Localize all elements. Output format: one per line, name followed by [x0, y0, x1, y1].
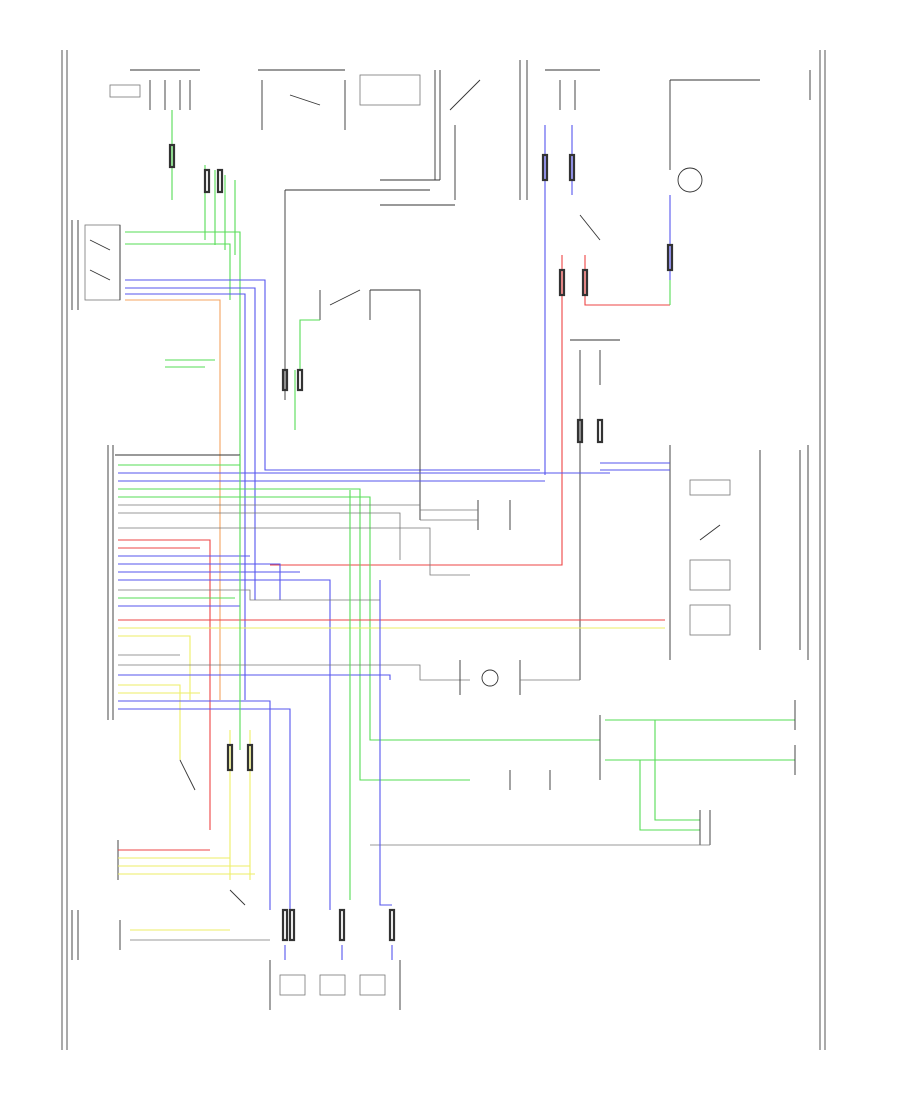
- throttle-sensor: [509, 770, 551, 790]
- ignition-switch-block: [258, 69, 481, 180]
- cruise-ecu-connector: [107, 445, 240, 720]
- fuse-green-feeds: [168, 110, 236, 255]
- lower-left-connector: [71, 910, 121, 960]
- stop-lamp: [666, 70, 811, 305]
- cruise-control-switch: [281, 189, 430, 520]
- diagram-frame: [61, 50, 826, 1050]
- relay-green-wires: [125, 231, 241, 470]
- clutch-switch: [117, 759, 255, 880]
- relay-bundle: [125, 279, 540, 700]
- stop-lamp-fuse: [270, 69, 670, 566]
- instrument-cluster: [459, 660, 580, 695]
- vertical-green-run: [239, 455, 351, 900]
- lower-yellow-feeds: [130, 730, 270, 941]
- cruise-relay-left: [71, 220, 121, 310]
- relay-stub: [165, 359, 215, 368]
- ecu-harness: [118, 464, 665, 910]
- ignition-relay: [420, 500, 511, 530]
- ignition-fuse-block: [109, 69, 200, 110]
- cancel-switch: [370, 700, 796, 846]
- cruise-control-unit: [600, 445, 809, 660]
- cruise-actuator: [269, 580, 401, 1010]
- brake-switch: [380, 60, 528, 206]
- cruise-relay-right: [570, 339, 620, 680]
